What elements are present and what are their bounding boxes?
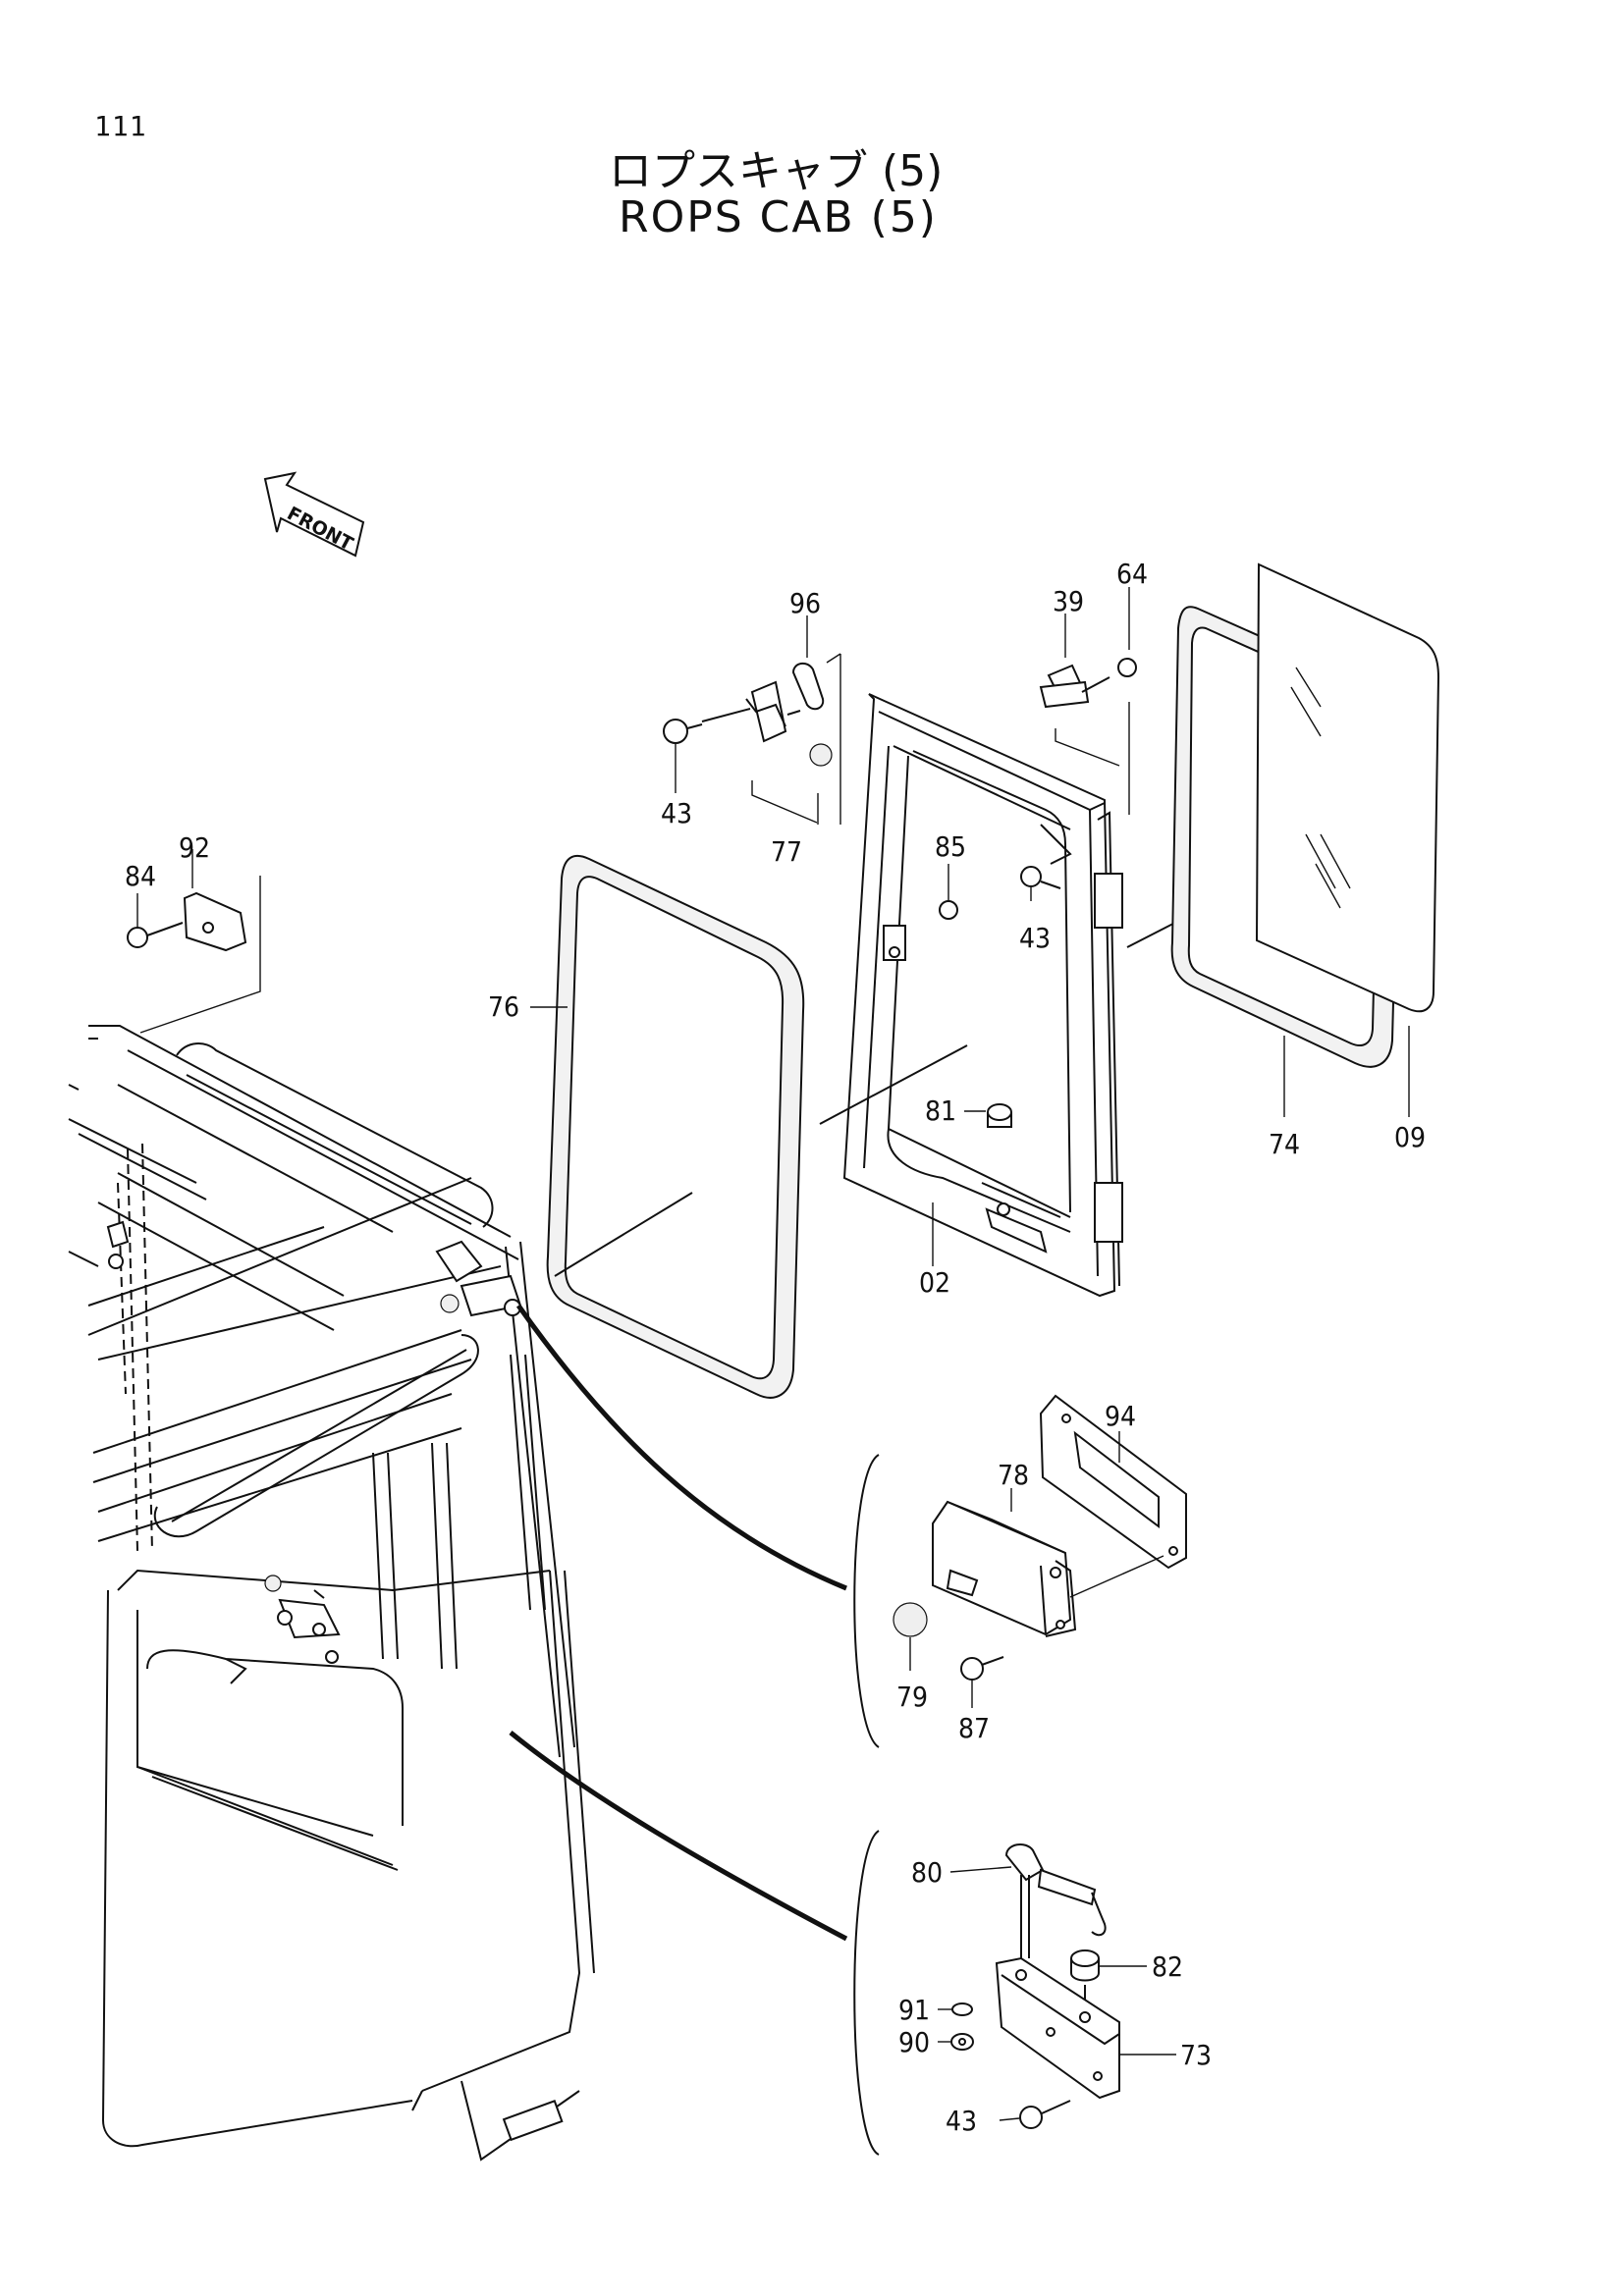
callout-96: 96	[789, 587, 821, 619]
callout-91: 91	[898, 1994, 930, 2026]
callout-77: 77	[771, 835, 802, 868]
callout-84: 84	[125, 860, 156, 892]
callout-73: 73	[1180, 2039, 1212, 2071]
callout-labels: 96 39 64 43 77 85 43 92 84 76 81 74 09 0…	[125, 558, 1426, 2137]
callout-43: 43	[661, 797, 692, 829]
cover-79	[893, 1602, 928, 1637]
leader-to-detail-lower	[509, 1731, 848, 1942]
washer-91	[951, 2002, 973, 2016]
nut-90	[950, 2033, 974, 2051]
callout-74: 74	[1269, 1128, 1300, 1160]
bracket-39	[1039, 658, 1137, 815]
rubber-82	[1070, 1949, 1100, 2027]
callout-85: 85	[935, 830, 966, 863]
leader-lines	[136, 587, 1410, 2121]
callout-43-bracket: 43	[946, 2105, 977, 2137]
callout-82: 82	[1152, 1950, 1183, 1983]
callout-79: 79	[896, 1681, 928, 1713]
lock-78	[932, 1500, 1164, 1637]
glass-09	[1255, 562, 1440, 1013]
callout-39: 39	[1053, 585, 1084, 617]
plate-94	[1039, 1394, 1187, 1570]
callout-81: 81	[925, 1095, 956, 1127]
stopper-81	[987, 1103, 1012, 1128]
front-arrow-icon: FRONT	[263, 471, 365, 558]
title-japanese: ロプスキャブ (5)	[609, 146, 944, 196]
nut-85	[939, 900, 958, 920]
page-number: 111	[94, 110, 147, 142]
front-label: FRONT	[284, 503, 356, 556]
callout-87: 87	[958, 1712, 990, 1744]
leader-to-detail-upper	[515, 1304, 847, 1591]
callout-09: 09	[1394, 1121, 1426, 1153]
fitting-80	[1004, 1843, 1107, 1958]
cab-body	[68, 1025, 595, 2162]
callout-78: 78	[998, 1459, 1029, 1491]
bolt-87	[960, 1656, 1004, 1681]
callout-94: 94	[1105, 1400, 1136, 1432]
callout-92: 92	[179, 831, 210, 864]
latch-assembly-77	[663, 653, 841, 825]
callout-76: 76	[488, 990, 519, 1023]
callout-64: 64	[1116, 558, 1148, 590]
bolt-43-door	[1020, 866, 1061, 889]
callout-80: 80	[911, 1856, 943, 1889]
title-english: ROPS CAB (5)	[619, 192, 938, 242]
bracket-92	[127, 876, 261, 1034]
callout-02: 02	[919, 1266, 950, 1299]
bolt-43-bracket	[1019, 2100, 1071, 2129]
door-frame-02	[819, 693, 1243, 1298]
callout-90: 90	[898, 2026, 930, 2058]
bracket-73	[995, 1956, 1120, 2100]
callout-43-door: 43	[1019, 922, 1051, 954]
seal-76	[546, 854, 805, 1399]
